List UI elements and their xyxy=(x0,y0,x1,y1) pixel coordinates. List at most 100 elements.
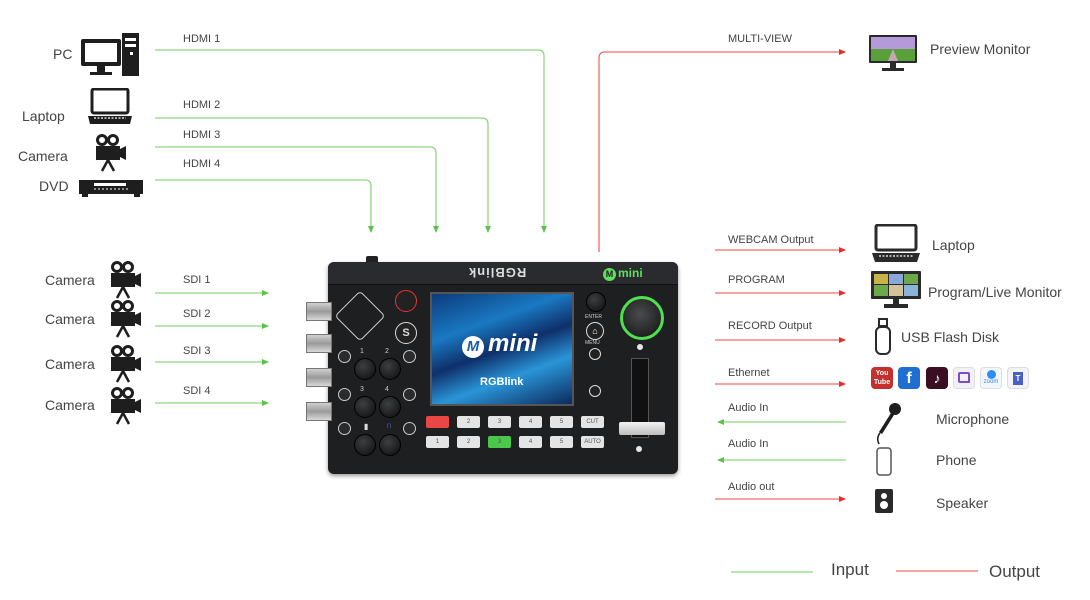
preview-key-4[interactable]: 4 xyxy=(519,416,542,428)
mic-mute-button[interactable] xyxy=(338,422,351,435)
hdmi4-line xyxy=(155,179,374,233)
facebook-icon[interactable]: f xyxy=(898,367,920,389)
sdi-bnc-connector-1 xyxy=(306,302,332,321)
sdi-bnc-connector-3 xyxy=(306,368,332,387)
t-bar-handle[interactable] xyxy=(619,422,665,435)
aux-button[interactable] xyxy=(589,385,601,397)
preview-monitor-icon xyxy=(869,35,917,71)
sdi1-label: SDI 1 xyxy=(183,274,211,286)
audio-in-phone-label: Audio In xyxy=(728,438,769,450)
t-bar-indicator-dot xyxy=(636,446,642,452)
program-key-5[interactable]: 5 xyxy=(550,436,573,448)
source-dvd-label: DVD xyxy=(39,178,69,194)
sdi-camera-4-label: Camera xyxy=(45,397,95,413)
audio-knob-1[interactable] xyxy=(354,358,376,380)
program-key-4[interactable]: 4 xyxy=(519,436,542,448)
sdi-camera-3-label: Camera xyxy=(45,356,95,372)
knob-3-label: 3 xyxy=(360,386,364,393)
hdmi1-line xyxy=(155,49,547,233)
ptz-joystick[interactable] xyxy=(620,296,664,340)
video-camera-icon xyxy=(111,387,141,425)
knob-2-label: 2 xyxy=(385,348,389,355)
menu-label: MENU xyxy=(585,340,600,346)
microphone-label: Microphone xyxy=(936,411,1010,427)
multiview-label: MULTI-VIEW xyxy=(728,33,792,45)
knob-1-label: 1 xyxy=(360,348,364,355)
mic-volume-knob[interactable] xyxy=(354,434,376,456)
program-label: PROGRAM xyxy=(728,274,785,286)
t-bar-slot xyxy=(631,358,649,438)
preview-key-3[interactable]: 3 xyxy=(488,416,511,428)
snapshot-s-button[interactable]: S xyxy=(395,322,417,344)
program-key-2[interactable]: 2 xyxy=(457,436,480,448)
legend-output-label: Output xyxy=(989,562,1041,581)
zoom-icon[interactable]: zoom xyxy=(980,367,1002,389)
dvd-player-icon xyxy=(79,180,143,197)
speaker-label: Speaker xyxy=(936,495,989,511)
video-camera-icon xyxy=(111,345,141,383)
teams-icon[interactable]: T xyxy=(1007,367,1029,389)
menu-button[interactable] xyxy=(589,348,601,360)
preview-key-2[interactable]: 2 xyxy=(457,416,480,428)
usb-flash-icon xyxy=(875,318,891,355)
preview-key-5[interactable]: 5 xyxy=(550,416,573,428)
program-key-3[interactable]: 3 xyxy=(488,436,511,448)
home-button[interactable]: ⌂ xyxy=(586,322,604,340)
device-top-port xyxy=(366,256,378,264)
auto-button[interactable]: AUTO xyxy=(581,436,604,448)
channel-4-button[interactable] xyxy=(403,388,416,401)
channel-3-button[interactable] xyxy=(338,388,351,401)
channel-2-button[interactable] xyxy=(403,350,416,363)
speaker-icon xyxy=(875,489,893,513)
video-camera-icon xyxy=(111,300,141,338)
video-camera-icon xyxy=(111,261,141,299)
source-camera-label: Camera xyxy=(18,148,68,164)
usb-flash-label: USB Flash Disk xyxy=(901,329,1000,345)
enter-dial[interactable] xyxy=(586,292,606,312)
tiktok-icon[interactable]: ♪ xyxy=(926,367,948,389)
audio-knob-3[interactable] xyxy=(354,396,376,418)
hdmi1-label: HDMI 1 xyxy=(183,33,221,45)
audio-out-label: Audio out xyxy=(728,481,775,493)
microphone-icon xyxy=(876,403,901,445)
program-key-1[interactable]: 1 xyxy=(426,436,449,448)
hdmi3-label: HDMI 3 xyxy=(183,129,221,141)
headphone-mute-button[interactable] xyxy=(403,422,416,435)
audio-knob-2[interactable] xyxy=(379,358,401,380)
phone-icon xyxy=(876,447,892,476)
sdi-camera-2-label: Camera xyxy=(45,311,95,327)
record-output-label: RECORD Output xyxy=(728,320,812,332)
zoom-pad-button[interactable] xyxy=(334,290,386,342)
sdi3-label: SDI 3 xyxy=(183,345,211,357)
preview-key-1[interactable] xyxy=(426,416,449,428)
preview-monitor-label: Preview Monitor xyxy=(930,41,1031,57)
record-button[interactable] xyxy=(395,290,417,312)
headphone-icon: ∩ xyxy=(386,420,393,430)
sdi4-label: SDI 4 xyxy=(183,385,211,397)
sdi2-label: SDI 2 xyxy=(183,308,211,320)
headphone-volume-knob[interactable] xyxy=(379,434,401,456)
program-monitor-label: Program/Live Monitor xyxy=(928,284,1062,300)
hdmi2-label: HDMI 2 xyxy=(183,99,221,111)
twitch-icon[interactable] xyxy=(953,367,975,389)
multiview-line xyxy=(598,49,846,252)
microphone-small-icon: ▮ xyxy=(364,422,369,431)
audio-in-mic-label: Audio In xyxy=(728,402,769,414)
hdmi2-line xyxy=(155,117,491,233)
source-laptop-label: Laptop xyxy=(22,108,65,124)
audio-knob-4[interactable] xyxy=(379,396,401,418)
screen-brand: RGBlink xyxy=(480,376,524,388)
channel-1-button[interactable] xyxy=(338,350,351,363)
device-brand-label: RGBlink xyxy=(468,265,527,280)
cut-button[interactable]: CUT xyxy=(581,416,604,428)
joystick-indicator-dot xyxy=(637,344,643,350)
enter-label: ENTER xyxy=(585,314,602,320)
webcam-output-label: WEBCAM Output xyxy=(728,234,814,246)
ethernet-label: Ethernet xyxy=(728,367,770,379)
